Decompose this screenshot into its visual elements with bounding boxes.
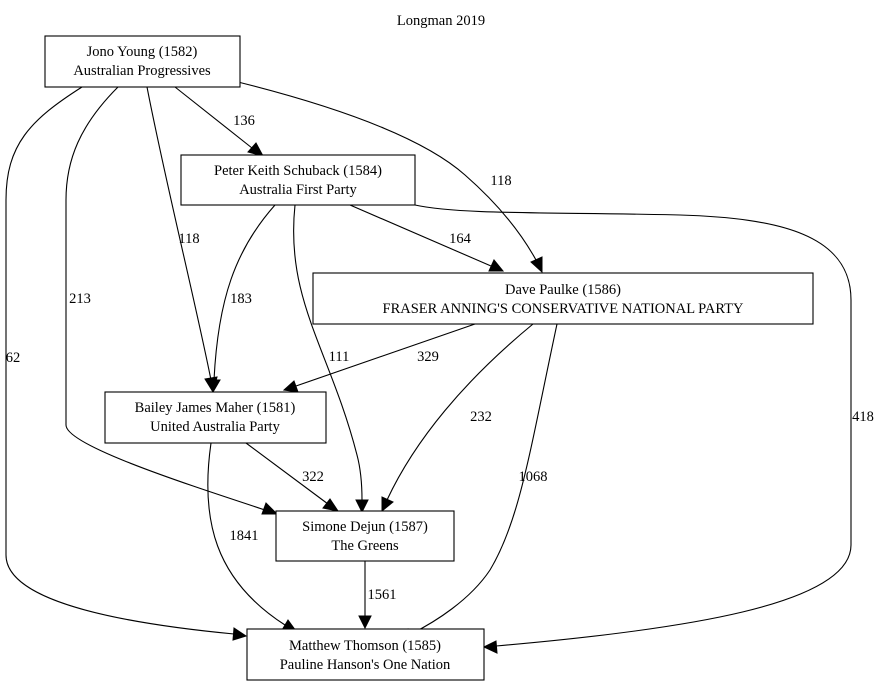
edge-label: 1068	[519, 469, 548, 485]
edge-label: 111	[329, 349, 350, 365]
edge-simone-matthew: 1561	[358, 561, 397, 630]
edge-jono-matthew: 62	[5, 86, 248, 641]
edge-dave-matthew: 1068	[398, 323, 558, 641]
node-dave-paulke: Dave Paulke (1586) FRASER ANNING'S CONSE…	[312, 272, 814, 325]
node-matthew-thomson: Matthew Thomson (1585) Pauline Hanson's …	[246, 628, 485, 681]
edge-peter-simone: 111	[293, 204, 369, 514]
edge-label: 329	[417, 349, 439, 365]
edge-peter-matthew: 418	[414, 204, 874, 654]
edge-label: 213	[69, 291, 91, 307]
edge-dave-simone: 232	[381, 323, 534, 513]
edge-label: 183	[230, 291, 252, 307]
edge-label: 1841	[230, 528, 259, 544]
node-party: Australian Progressives	[73, 63, 211, 79]
edge-label: 418	[852, 409, 874, 425]
edge-label: 164	[449, 231, 472, 247]
edge-jono-peter: 136	[174, 86, 264, 157]
node-jono-young: Jono Young (1582) Australian Progressive…	[44, 35, 241, 88]
edge-label: 322	[302, 469, 324, 485]
node-name: Jono Young (1582)	[87, 44, 198, 60]
edge-label: 232	[470, 409, 492, 425]
edge-peter-bailey: 183	[207, 204, 276, 394]
edge-jono-bailey: 118	[146, 86, 218, 394]
edge-label: 62	[6, 350, 21, 366]
edge-label: 136	[233, 113, 255, 129]
node-peter-keith-schuback: Peter Keith Schuback (1584) Australia Fi…	[180, 154, 416, 206]
node-party: The Greens	[331, 538, 399, 554]
node-bailey-james-maher: Bailey James Maher (1581) United Austral…	[104, 391, 327, 444]
node-name: Matthew Thomson (1585)	[289, 638, 441, 654]
edge-dave-bailey: 329	[282, 323, 476, 393]
edge-bailey-matthew: 1841	[207, 442, 298, 632]
edge-bailey-simone: 322	[245, 442, 340, 512]
edge-label: 1561	[368, 587, 397, 603]
edge-label: 118	[490, 173, 511, 189]
edge-peter-dave: 164	[349, 204, 505, 272]
node-simone-dejun: Simone Dejun (1587) The Greens	[275, 510, 455, 562]
diagram-title: Longman 2019	[397, 13, 485, 29]
node-party: United Australia Party	[150, 419, 280, 435]
node-party: Pauline Hanson's One Nation	[280, 657, 451, 673]
node-name: Bailey James Maher (1581)	[135, 400, 296, 416]
node-name: Simone Dejun (1587)	[302, 519, 428, 535]
node-name: Dave Paulke (1586)	[505, 282, 621, 298]
node-party: FRASER ANNING'S CONSERVATIVE NATIONAL PA…	[383, 301, 745, 317]
edge-jono-dave: 118	[237, 81, 543, 274]
node-name: Peter Keith Schuback (1584)	[214, 163, 382, 179]
node-party: Australia First Party	[239, 182, 357, 198]
edge-label: 118	[178, 231, 199, 247]
edge-jono-simone: 213	[65, 86, 279, 515]
